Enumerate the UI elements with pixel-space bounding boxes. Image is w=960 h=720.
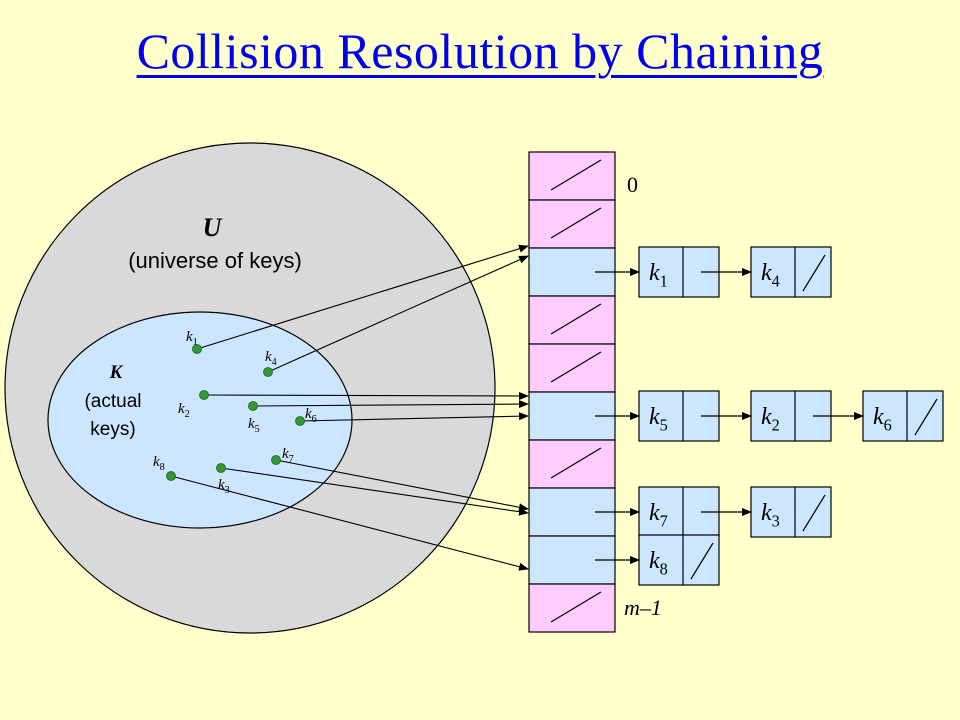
universe-description: (universe of keys) [128, 248, 302, 273]
hash-arrow-k6 [299, 412, 529, 422]
empty-slot-cell [528, 199, 616, 249]
universe-label: U [203, 213, 223, 242]
hash-arrow-k2 [203, 391, 529, 400]
chain: k1 k4 [595, 246, 832, 298]
hash-arrow-k3 [220, 467, 529, 516]
key-dot-k8 [166, 471, 176, 481]
table-slot [528, 439, 616, 489]
nil-slash [690, 542, 714, 580]
key-dot-k1 [192, 344, 202, 354]
chain: k8 [595, 534, 720, 586]
last-index-label: m–1 [624, 595, 662, 620]
node-box [750, 246, 832, 298]
hash-arrow-k8 [170, 475, 529, 571]
first-index-label: 0 [627, 172, 638, 197]
node-key-label: k6 [873, 404, 892, 435]
empty-slot-cell [528, 583, 616, 633]
slide-title: Collision Resolution by Chaining [136, 23, 824, 79]
node-box [638, 534, 720, 586]
nil-slash [550, 207, 602, 239]
empty-slot-cell [528, 151, 616, 201]
empty-slot-cell [528, 343, 616, 393]
key-dots: k1 k2 k3 k4 k5 k6 k7 k8 [153, 329, 317, 496]
hash-arrows [170, 244, 529, 571]
hash-arrow-k7 [275, 459, 529, 512]
actual-keys-label: K [109, 362, 124, 383]
key-label-k4: k4 [265, 349, 277, 368]
nil-slash [802, 254, 826, 292]
key-label-k6: k6 [305, 406, 317, 425]
nil-slash [550, 591, 602, 623]
node-key-label: k1 [649, 260, 668, 291]
nil-slash [550, 351, 602, 383]
key-label-k8: k8 [153, 454, 165, 473]
empty-slot-cell [528, 295, 616, 345]
node-key-label: k4 [761, 260, 780, 291]
key-dot-k3 [216, 463, 226, 473]
hash-arrow-k1 [196, 244, 529, 350]
key-dot-k6 [295, 416, 305, 426]
key-label-k1: k1 [186, 329, 198, 348]
node-box [750, 486, 832, 538]
key-label-k7: k7 [282, 446, 294, 465]
node-key-label: k3 [761, 500, 780, 531]
table-slot [528, 343, 616, 393]
key-label-k3: k3 [218, 477, 230, 496]
node-key-label: k7 [649, 500, 668, 531]
key-dot-k2 [199, 390, 209, 400]
key-dot-k4 [263, 367, 273, 377]
node-box [862, 390, 944, 442]
list-node: k1 [638, 246, 752, 298]
node-key-label: k5 [649, 404, 668, 435]
key-dot-k7 [271, 455, 281, 465]
nil-slash [550, 447, 602, 479]
key-label-k2: k2 [178, 401, 190, 420]
chains: k1 k4 k5 k2 k6 k7 k3 k8 [595, 246, 944, 586]
list-node: k5 [638, 390, 752, 442]
empty-slot-cell [528, 439, 616, 489]
node-key-label: k8 [649, 548, 668, 579]
hash-arrow-k4 [267, 255, 529, 373]
nil-slash [914, 398, 938, 436]
list-node: k2 [750, 390, 864, 442]
chain: k7 k3 [595, 486, 832, 538]
table-slot [528, 151, 616, 201]
nil-slash [550, 159, 602, 191]
list-node: k4 [750, 246, 832, 298]
list-node: k7 [638, 486, 752, 538]
hash-arrow-k5 [252, 400, 529, 409]
actual-keys-description-2: keys) [90, 419, 135, 440]
nil-slash [802, 494, 826, 532]
list-node: k3 [750, 486, 832, 538]
chain: k5 k2 k6 [595, 390, 944, 442]
actual-keys-description-1: (actual [84, 391, 141, 412]
table-slot [528, 199, 616, 249]
node-key-label: k2 [761, 404, 780, 435]
list-node: k8 [638, 534, 720, 586]
nil-slash [550, 303, 602, 335]
key-label-k5: k5 [248, 416, 260, 435]
key-dot-k5 [248, 401, 258, 411]
table-slot [528, 583, 616, 633]
table-slot [528, 295, 616, 345]
list-node: k6 [862, 390, 944, 442]
